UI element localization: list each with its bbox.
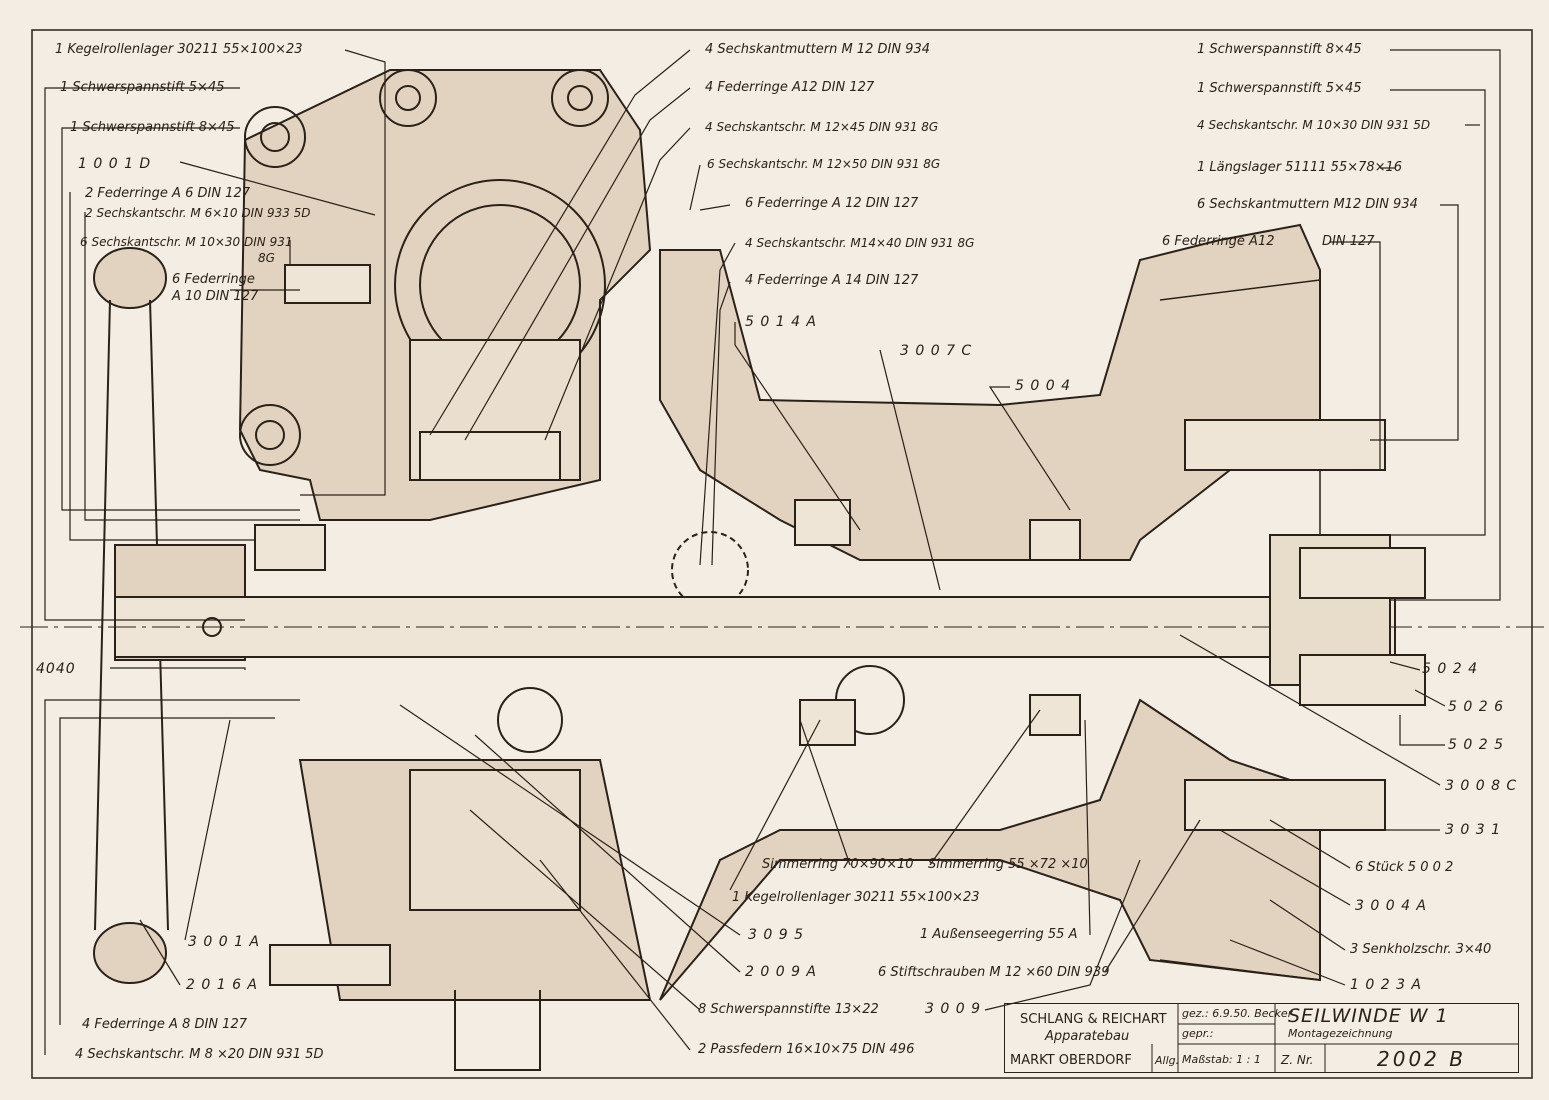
label-stud-bolts: 6 Stiftschrauben M 12 ×60 DIN 939 (878, 965, 1110, 980)
label-spring-washer-a12-6: 6 Federringe A 12 DIN 127 (745, 196, 919, 211)
label-3007c: 3 0 0 7 C (900, 343, 973, 359)
label-hex-screw-m8: 4 Sechskantschr. M 8 ×20 DIN 931 5D (75, 1047, 324, 1062)
label-3095: 3 0 9 5 (748, 927, 804, 943)
label-4040: 4040 (36, 661, 76, 677)
label-1001d: 1 0 0 1 D (78, 156, 152, 172)
leader-lines (44, 49, 1501, 1055)
label-thrust-bearing: 1 Längslager 51111 55×78×16 (1197, 160, 1403, 175)
label-parallel-keys: 2 Passfedern 16×10×75 DIN 496 (698, 1042, 915, 1057)
label-spring-washer-a14: 4 Federringe A 14 DIN 127 (745, 273, 919, 288)
label-spring-pin-5x45-right: 1 Schwerspannstift 5×45 (1197, 81, 1362, 96)
label-5024: 5 0 2 4 (1422, 661, 1478, 677)
label-3009: 3 0 0 9 (925, 1001, 981, 1017)
gear-housing (238, 69, 905, 1071)
label-spring-washer-a12-right-din: DIN 127 (1322, 234, 1375, 249)
label-5026: 5 0 2 6 (1448, 699, 1504, 715)
label-2009a: 2 0 0 9 A (745, 964, 818, 980)
label-3004a: 3 0 0 4 A (1355, 898, 1428, 914)
label-3001a: 3 0 0 1 A (188, 934, 261, 950)
company-dept: Apparatebau (1045, 1029, 1130, 1044)
label-hex-screw-m12x45: 4 Sechskantschr. M 12×45 DIN 931 8G (705, 120, 939, 134)
label-hex-screw-m10-left-grade: 8G (258, 251, 275, 265)
label-hex-screw-m14: 4 Sechskantschr. M14×40 DIN 931 8G (745, 236, 975, 250)
title-block-grid (1151, 1004, 1518, 1072)
scale: Maßstab: 1 : 1 (1182, 1053, 1261, 1066)
label-5014a: 5 0 1 4 A (745, 314, 818, 330)
label-spring-washer-a6: 2 Federringe A 6 DIN 127 (85, 186, 250, 201)
drawing-frame (31, 29, 1533, 1079)
label-spring-pin-8x45-right: 1 Schwerspannstift 8×45 (1197, 42, 1362, 57)
label-spring-washer-a12-right: 6 Federringe A12 (1162, 234, 1275, 249)
label-spring-pin-8x45-left: 1 Schwerspannstift 8×45 (70, 120, 235, 135)
drawing-subtitle: Montagezeichnung (1288, 1027, 1393, 1040)
title-block: SCHLANG & REICHART Apparatebau MARKT OBE… (1004, 1003, 1519, 1073)
label-spring-washer-a12-4: 4 Federringe A12 DIN 127 (705, 80, 875, 95)
label-3008c: 3 0 0 8 C (1445, 778, 1518, 794)
drawing-title: SEILWINDE W 1 (1288, 1005, 1449, 1027)
label-hex-screw-m10-left: 6 Sechskantschr. M 10×30 DIN 931 (80, 235, 293, 249)
label-tapered-roller-bearing-bottom: 1 Kegelrollenlager 30211 55×100×23 (732, 890, 980, 905)
main-shaft (20, 596, 1545, 658)
label-6-stueck-5002: 6 Stück 5 0 0 2 (1355, 860, 1454, 875)
label-shaft-seal-55: Simmerring 55 ×72 ×10 (928, 857, 1088, 872)
label-countersunk-wood-screw: 3 Senkholzschr. 3×40 (1350, 942, 1492, 957)
drawn-by: gez.: 6.9.50. Becker (1182, 1007, 1293, 1020)
bolts (254, 264, 1426, 986)
label-hex-screw-m12x50: 6 Sechskantschr. M 12×50 DIN 931 8G (707, 157, 941, 171)
label-3031: 3 0 3 1 (1445, 822, 1501, 838)
label-spring-pin-5x45-left: 1 Schwerspannstift 5×45 (60, 80, 225, 95)
label-spring-washer-a8: 4 Federringe A 8 DIN 127 (82, 1017, 247, 1032)
label-shaft-seal-70: Simmerring 70×90×10 (762, 857, 914, 872)
label-tapered-roller-bearing-top: 1 Kegelrollenlager 30211 55×100×23 (55, 42, 303, 57)
label-hex-screw-m6: 2 Sechskantschr. M 6×10 DIN 933 5D (85, 206, 311, 220)
drawing-number: 2002 B (1377, 1047, 1466, 1071)
label-hex-nut-m12-right: 6 Sechskantmuttern M12 DIN 934 (1197, 197, 1418, 212)
label-spring-washer-a10-din: A 10 DIN 127 (172, 289, 259, 304)
label-spring-pins-13x22: 8 Schwerspannstifte 13×22 (698, 1002, 879, 1017)
label-spring-washer-a10: 6 Federringe (172, 272, 255, 287)
company-allg: Allg. (1155, 1054, 1180, 1067)
label-external-circlip: 1 Außenseegerring 55 A (920, 927, 1078, 942)
checked-by: gepr.: (1182, 1027, 1214, 1040)
label-5025: 5 0 2 5 (1448, 737, 1504, 753)
label-1023a: 1 0 2 3 A (1350, 977, 1423, 993)
label-5004: 5 0 0 4 (1015, 378, 1071, 394)
label-hex-screw-m10-right: 4 Sechskantschr. M 10×30 DIN 931 5D (1197, 118, 1431, 132)
label-hex-nut-m12: 4 Sechskantmuttern M 12 DIN 934 (705, 42, 930, 57)
company-name: SCHLANG & REICHART (1020, 1012, 1167, 1027)
company-place: MARKT OBERDORF (1010, 1053, 1132, 1068)
drawing-number-label: Z. Nr. (1281, 1053, 1314, 1067)
label-2016a: 2 0 1 6 A (186, 977, 259, 993)
